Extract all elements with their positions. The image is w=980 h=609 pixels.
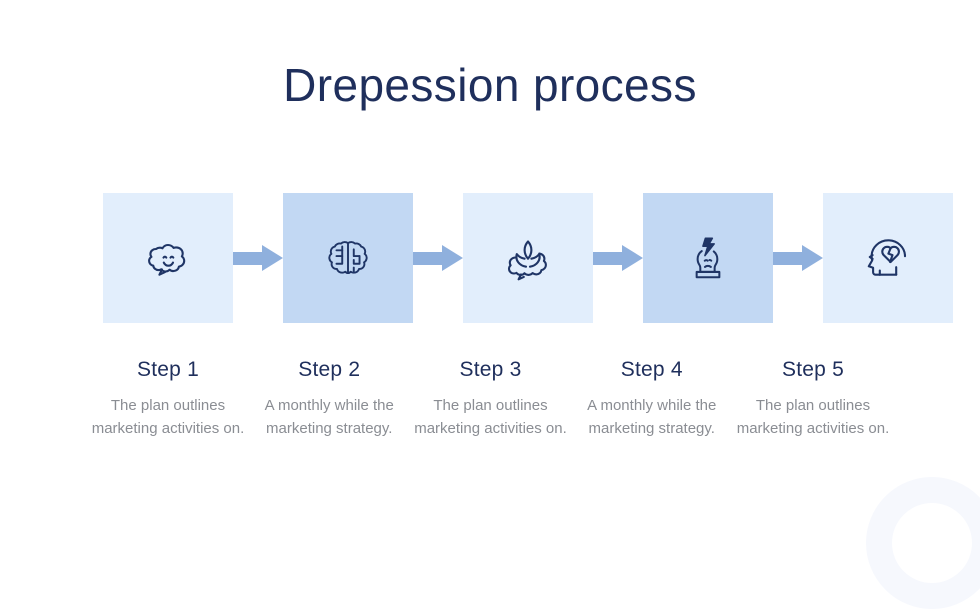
step-card-1[interactable] [103,193,233,323]
arrow-head [262,245,283,271]
arrow-right-icon [413,245,463,271]
step-description-2: A monthly while the marketing strategy. [264,397,394,437]
step-card-4[interactable] [643,193,773,323]
arrow-shaft [773,252,803,265]
head-lightning-icon [683,232,733,284]
step-title-4: Step 4 [620,358,683,381]
arrow-head [802,245,823,271]
maze-brain-icon [323,233,373,283]
head-broken-heart-icon [862,232,914,284]
process-steps-row [103,193,953,323]
step-card-5[interactable] [823,193,953,323]
smiling-brain-icon [142,232,194,284]
step-title-5: Step 5 [782,358,844,381]
step-description-1: The plan outlines marketing activities o… [91,397,245,437]
page-title: Drepession process [283,59,697,111]
arrow-right-icon [773,245,823,271]
arrow-slot-3 [593,193,643,323]
arrow-right-icon [593,245,643,271]
step-label-column-1: Step 1 The plan outlines marketing activ… [92,358,245,440]
step-label-column-5: Step 5 The plan outlines marketing activ… [737,358,890,440]
arrow-shaft [413,252,443,265]
arrow-head [622,245,643,271]
step-title-1: Step 1 [137,358,199,381]
arrow-head [442,245,463,271]
arrow-shaft [233,252,263,265]
step-labels-row: Step 1 The plan outlines marketing activ… [92,358,890,440]
arrow-shaft [593,252,623,265]
step-label-column-3: Step 3 The plan outlines marketing activ… [414,358,567,440]
corner-ring-decoration [866,477,980,609]
step-description-3: The plan outlines marketing activities o… [414,397,567,437]
arrow-slot-4 [773,193,823,323]
step-description-5: The plan outlines marketing activities o… [736,397,890,437]
step-label-column-4: Step 4 A monthly while the marketing str… [587,358,717,440]
arrow-slot-1 [233,193,283,323]
arrow-slot-2 [413,193,463,323]
lotus-brain-icon [502,232,554,284]
step-card-2[interactable] [283,193,413,323]
arrow-right-icon [233,245,283,271]
step-description-4: A monthly while the marketing strategy. [587,397,717,437]
step-card-3[interactable] [463,193,593,323]
step-label-column-2: Step 2 A monthly while the marketing str… [264,358,394,440]
step-title-2: Step 2 [298,358,361,381]
step-title-3: Step 3 [459,358,522,381]
